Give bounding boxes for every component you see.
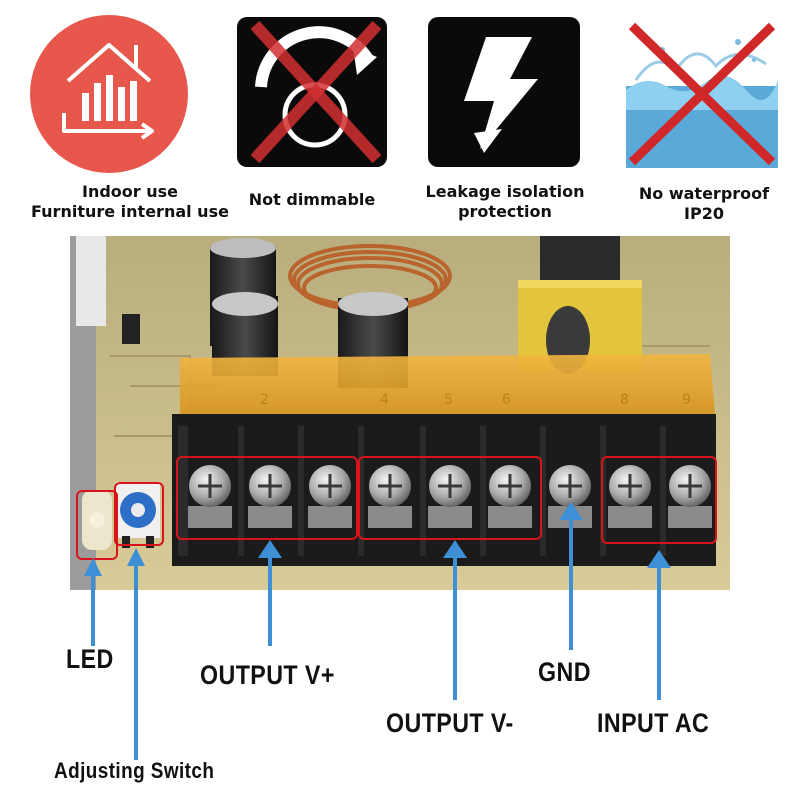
indoor-use-icon xyxy=(30,15,188,173)
no-waterproof-icon xyxy=(626,20,778,168)
feature-label-not-dimmable: Not dimmable xyxy=(248,190,376,209)
adjusting-switch-highlight-box xyxy=(114,482,164,546)
power-supply-board: 2 4 5 6 8 9 xyxy=(70,236,730,590)
label-adjusting-switch: Adjusting Switch xyxy=(54,758,215,783)
label-output-v-minus: OUTPUT V- xyxy=(386,708,514,738)
label-led: LED xyxy=(66,644,114,674)
svg-text:6: 6 xyxy=(502,392,511,408)
svg-text:8: 8 xyxy=(620,392,629,408)
feature-label-indoor: Indoor use Furniture internal use xyxy=(31,182,229,221)
feature-label-leakage: Leakage isolation protection xyxy=(425,182,585,221)
label-gnd: GND xyxy=(538,657,591,687)
led-highlight-box xyxy=(76,490,118,560)
svg-text:9: 9 xyxy=(682,392,691,408)
input-ac-highlight-box xyxy=(601,456,717,544)
svg-text:2: 2 xyxy=(260,392,269,408)
not-dimmable-icon xyxy=(237,17,387,167)
feature-label-waterproof: No waterproof IP20 xyxy=(638,184,770,223)
leakage-protection-icon xyxy=(428,17,580,167)
output-v-plus-highlight-box xyxy=(176,456,358,540)
label-input-ac: INPUT AC xyxy=(597,708,710,738)
svg-text:4: 4 xyxy=(380,392,389,408)
svg-text:5: 5 xyxy=(444,392,453,408)
label-output-v-plus: OUTPUT V+ xyxy=(200,660,335,690)
output-v-minus-highlight-box xyxy=(358,456,542,540)
